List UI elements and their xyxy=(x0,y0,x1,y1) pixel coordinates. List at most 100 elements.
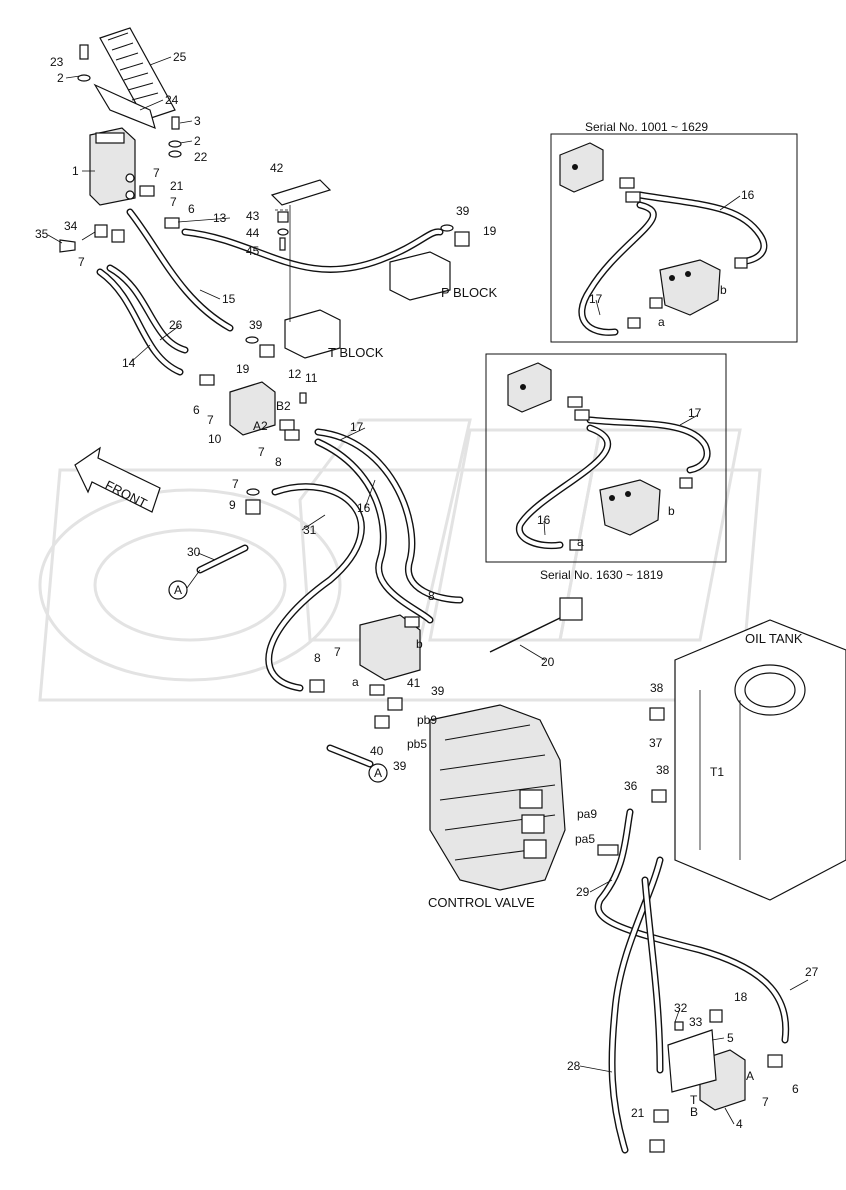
part-number: 7 xyxy=(334,645,341,659)
part-number: 35 xyxy=(35,227,49,241)
t-block xyxy=(284,309,341,359)
part-number: 14 xyxy=(122,356,136,370)
part-number: 16 xyxy=(537,513,551,527)
part-number: 4 xyxy=(736,1117,743,1131)
port-label: pa5 xyxy=(575,832,595,846)
part-number: 8 xyxy=(428,589,435,603)
pedal-valve xyxy=(89,27,176,206)
control-valve-body xyxy=(429,704,566,891)
part-number: 7 xyxy=(258,445,265,459)
part-number: 33 xyxy=(689,1015,703,1029)
part-number: 1 xyxy=(72,164,79,178)
part-number: 39 xyxy=(456,204,470,218)
part-number: 7 xyxy=(207,413,214,427)
bracket-5 xyxy=(667,1029,717,1093)
part-number: 39 xyxy=(431,684,445,698)
port-label: pb5 xyxy=(407,737,427,751)
leader-lines xyxy=(47,56,809,1073)
part-number: 17 xyxy=(688,406,702,420)
serial-a-label: Serial No. 1001 ~ 1629 xyxy=(585,120,708,134)
part-number: 34 xyxy=(64,219,78,233)
part-number: 16 xyxy=(741,188,755,202)
part-number: 42 xyxy=(270,161,284,175)
part-number: 12 xyxy=(288,367,302,381)
part-number: 45 xyxy=(246,244,260,258)
part-number: 44 xyxy=(246,226,260,240)
part-number: 15 xyxy=(222,292,236,306)
port-label: T xyxy=(690,1093,698,1107)
part-number: 7 xyxy=(170,195,177,209)
port-label: b xyxy=(720,283,727,297)
part-number: 7 xyxy=(232,477,239,491)
port-label: pa9 xyxy=(577,807,597,821)
port-label: a xyxy=(658,315,665,329)
part-number: 21 xyxy=(170,179,184,193)
part-number: 29 xyxy=(576,885,590,899)
port-label: T1 xyxy=(710,765,724,779)
plate-42 xyxy=(270,179,332,206)
serial-b-label: Serial No. 1630 ~ 1819 xyxy=(540,568,663,582)
part-number: 2 xyxy=(57,71,64,85)
watermark xyxy=(38,418,762,702)
oil-tank-label: OIL TANK xyxy=(745,631,803,646)
inset-a-parts xyxy=(559,142,768,336)
part-number: 6 xyxy=(188,202,195,216)
front-arrow xyxy=(74,446,161,513)
port-label: A2 xyxy=(253,419,268,433)
oil-tank xyxy=(674,619,846,901)
inset-box-a xyxy=(550,133,798,343)
part-number: 9 xyxy=(229,498,236,512)
ref-a-circle-1 xyxy=(168,580,188,600)
part-number: 43 xyxy=(246,209,260,223)
part-number: 37 xyxy=(649,736,663,750)
t-block-label: T BLOCK xyxy=(328,345,384,360)
fittings xyxy=(59,44,783,1153)
part-number: 32 xyxy=(674,1001,688,1015)
part-number: 38 xyxy=(650,681,664,695)
part-number: 8 xyxy=(314,651,321,665)
port-label: b xyxy=(668,504,675,518)
part-number: 38 xyxy=(656,763,670,777)
part-number: 22 xyxy=(194,150,208,164)
part-number: 36 xyxy=(624,779,638,793)
part-number: 27 xyxy=(805,965,819,979)
part-number: 11 xyxy=(305,371,318,385)
part-number: 20 xyxy=(541,655,555,669)
port-label: A xyxy=(746,1069,754,1083)
part-number: 28 xyxy=(567,1059,581,1073)
pressure-switch-20 xyxy=(489,597,583,653)
part-number: 3 xyxy=(194,114,201,128)
part-number: 19 xyxy=(236,362,250,376)
part-number: 16 xyxy=(357,501,371,515)
part-number: 30 xyxy=(187,545,201,559)
part-number: 24 xyxy=(165,93,179,107)
port-labels: a b a b A2 B2 a b pb9 pb5 pa9 pa5 T1 T B… xyxy=(253,283,754,1119)
part-number: 26 xyxy=(169,318,183,332)
part-number: 6 xyxy=(193,403,200,417)
port-label: B xyxy=(690,1105,698,1119)
inset-b-parts xyxy=(507,362,711,551)
part-number: 23 xyxy=(50,55,64,69)
port-label: pb9 xyxy=(417,713,437,727)
center-valve xyxy=(359,614,421,681)
part-number: 5 xyxy=(727,1031,734,1045)
ref-a-label-1: A xyxy=(174,583,182,597)
part-number: 10 xyxy=(208,432,222,446)
part-number: 25 xyxy=(173,50,187,64)
part-number: 13 xyxy=(213,211,227,225)
main-hoses xyxy=(96,208,790,1154)
part-number: 6 xyxy=(792,1082,799,1096)
part-number: 2 xyxy=(194,134,201,148)
part-number: 18 xyxy=(734,990,748,1004)
part-number: 21 xyxy=(631,1106,645,1120)
ref-a-label-2: A xyxy=(374,766,382,780)
part-number: 19 xyxy=(483,224,497,238)
port-label: a xyxy=(352,675,359,689)
part-number: 7 xyxy=(762,1095,769,1109)
part-number: 7 xyxy=(153,166,160,180)
part-numbers: 1 2 2 3 5 4 6 6 6 7 7 7 7 7 7 7 7 8 8 8 … xyxy=(35,50,819,1131)
control-valve-label: CONTROL VALVE xyxy=(428,895,535,910)
inset-box-b xyxy=(485,353,727,563)
part-number: 41 xyxy=(407,676,421,690)
